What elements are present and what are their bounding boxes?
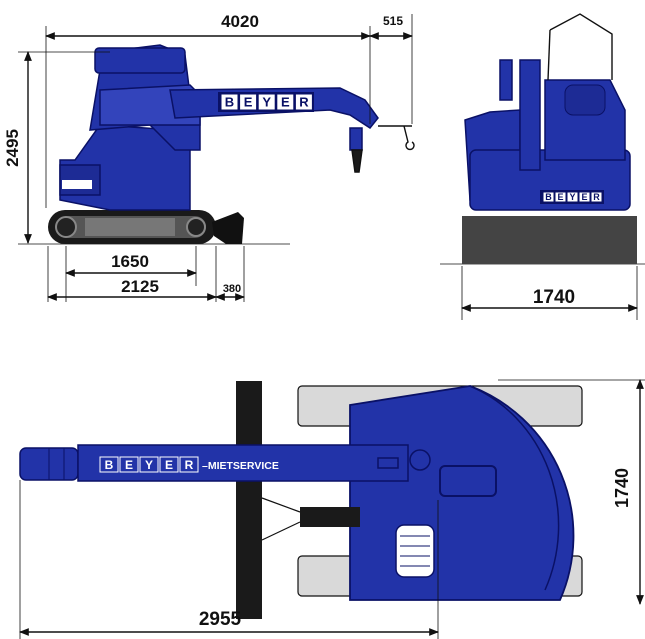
brand-letter: E <box>281 95 290 110</box>
dim-top-length: 2955 <box>199 609 242 630</box>
brand-letter: E <box>581 192 587 202</box>
brand-letter-box <box>119 456 139 473</box>
brand-letter: Y <box>262 95 271 110</box>
dim-track-inner: 1650 <box>111 252 149 271</box>
front-base <box>462 216 637 264</box>
brand-letter-box <box>590 191 603 203</box>
brand-letter: R <box>299 95 309 110</box>
dim-overhang: 515 <box>383 14 403 28</box>
brand-letter-box <box>294 93 313 111</box>
brand-letter-box <box>566 191 579 203</box>
brand-letter: E <box>244 95 253 110</box>
side-track <box>48 210 216 244</box>
side-body <box>59 44 379 211</box>
brand-letter: B <box>545 192 552 202</box>
dim-track-length: 2125 <box>121 277 159 296</box>
dim-front-width: 1740 <box>533 287 575 308</box>
brand-letter-box <box>257 93 276 111</box>
dim-length: 4020 <box>221 12 259 31</box>
brand-letter-box <box>220 93 239 111</box>
brand-letter-box <box>578 191 591 203</box>
brand-letter-box <box>99 456 119 473</box>
top-brand-service: –MIETSERVICE <box>202 460 279 472</box>
dim-top-width: 1740 <box>612 468 632 508</box>
brand-letter-box <box>276 93 295 111</box>
dim-height: 2495 <box>3 129 22 167</box>
brand-letter: R <box>593 192 600 202</box>
brand-letter: Y <box>145 458 153 472</box>
brand-letter: E <box>125 458 133 472</box>
brand-letter-box <box>239 93 258 111</box>
brand-letter: E <box>557 192 563 202</box>
brand-letter: B <box>105 458 114 472</box>
brand-letter: R <box>185 458 194 472</box>
side-small-logo <box>62 180 92 189</box>
top-blade <box>236 381 262 619</box>
brand-letter: E <box>165 458 173 472</box>
front-body <box>464 59 631 211</box>
brand-letter-box <box>139 456 159 473</box>
brand-letter-box <box>554 191 567 203</box>
blade <box>212 212 244 244</box>
brand-letter-box <box>179 456 199 473</box>
dim-blade: 380 <box>223 283 241 295</box>
brand-letter: Y <box>569 192 575 202</box>
brand-letter: B <box>225 95 234 110</box>
brand-letter-box <box>542 191 555 203</box>
brand-letter-box <box>159 456 179 473</box>
